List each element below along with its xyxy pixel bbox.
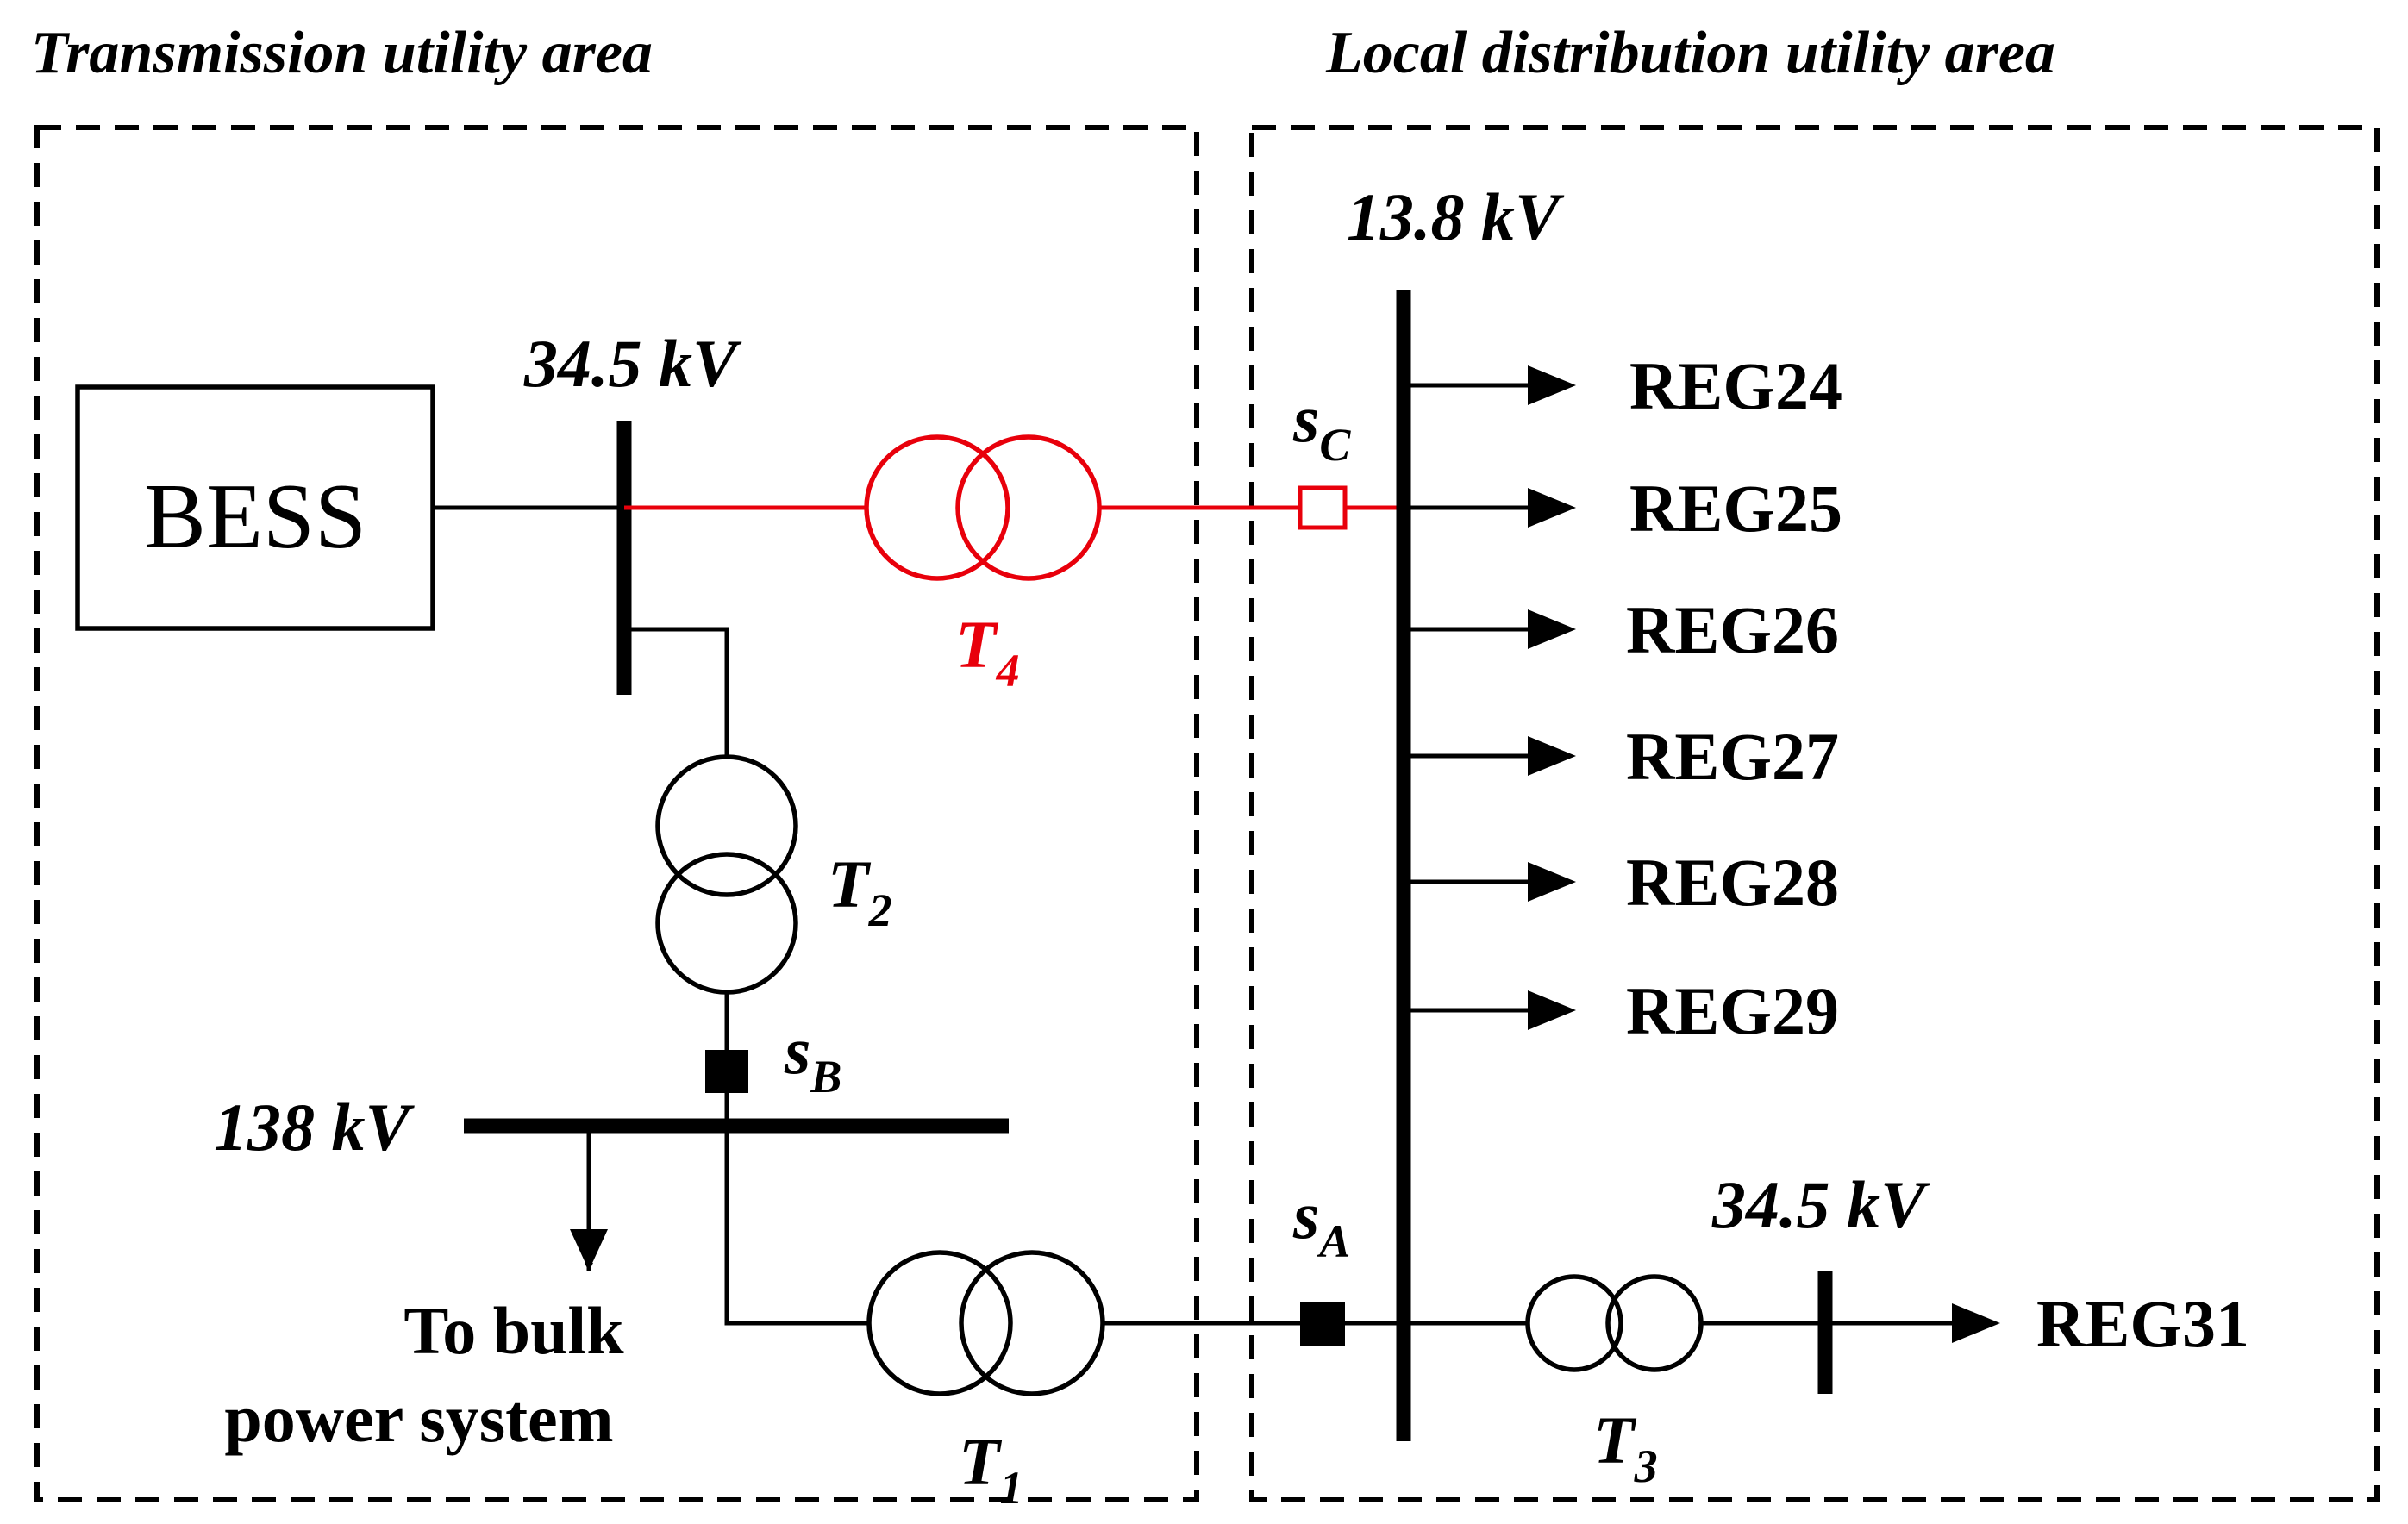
switch-sa-label: sA — [1292, 1177, 1350, 1267]
feeder-label: REG28 — [1626, 845, 1839, 920]
feeder-label: REG26 — [1626, 592, 1839, 667]
t4-label: T4 — [955, 607, 1020, 696]
t2-label: T2 — [828, 846, 892, 936]
switch-sb[interactable] — [705, 1050, 748, 1093]
bus-138-label: 138 kV — [214, 1090, 416, 1165]
t1-coil-left — [866, 1250, 1013, 1396]
switch-sa[interactable] — [1300, 1302, 1345, 1346]
t4-coil-right — [955, 434, 1102, 581]
feeder-label: REG27 — [1626, 719, 1839, 794]
feeder-reg26: REG26 — [1404, 592, 1839, 667]
feeder-reg27: REG27 — [1404, 719, 1839, 794]
switch-sb-label: sB — [784, 1013, 841, 1102]
bus-138-dist-label: 13.8 kV — [1347, 179, 1565, 254]
transmission-area-title: Transmission utility area — [31, 20, 653, 86]
bus-345-right-label: 34.5 kV — [1711, 1167, 1930, 1242]
t2-coil-bottom — [655, 852, 798, 995]
t1-coil-right — [959, 1250, 1105, 1396]
bus-345-left-label: 34.5 kV — [523, 326, 742, 401]
t3-label: T3 — [1593, 1402, 1658, 1492]
feeder-reg28: REG28 — [1404, 845, 1839, 920]
distribution-area-box — [1249, 125, 2380, 1502]
bus138-to-t1-line — [724, 1126, 871, 1326]
bulk-label-line1: To bulk — [403, 1293, 624, 1368]
distribution-area-title: Local distribution utility area — [1325, 20, 2055, 86]
feeder-label: REG31 — [2036, 1286, 2249, 1361]
feeder-label: REG29 — [1626, 973, 1839, 1048]
feeder-reg25: REG25 — [1404, 471, 1842, 546]
t1-label: T1 — [959, 1424, 1023, 1514]
feeder-label: REG25 — [1629, 471, 1842, 546]
t2-coil-top — [655, 754, 798, 897]
feeder-label: REG24 — [1629, 348, 1842, 423]
t4-coil-left — [864, 434, 1010, 581]
bess-label: BESS — [144, 465, 366, 568]
feeder-reg29: REG29 — [1404, 973, 1839, 1048]
switch-sc-label: sC — [1292, 381, 1351, 471]
transmission-area-box — [34, 125, 1199, 1502]
bulk-arrow-head — [570, 1229, 608, 1271]
feeder-reg24: REG24 — [1404, 348, 1842, 423]
bulk-label-line2: power system — [224, 1381, 613, 1456]
switch-sc[interactable] — [1298, 485, 1348, 530]
feeder-reg31: REG31 — [1825, 1286, 2249, 1361]
t3-coil-left — [1525, 1274, 1623, 1372]
bus-to-t2-line — [624, 627, 729, 757]
